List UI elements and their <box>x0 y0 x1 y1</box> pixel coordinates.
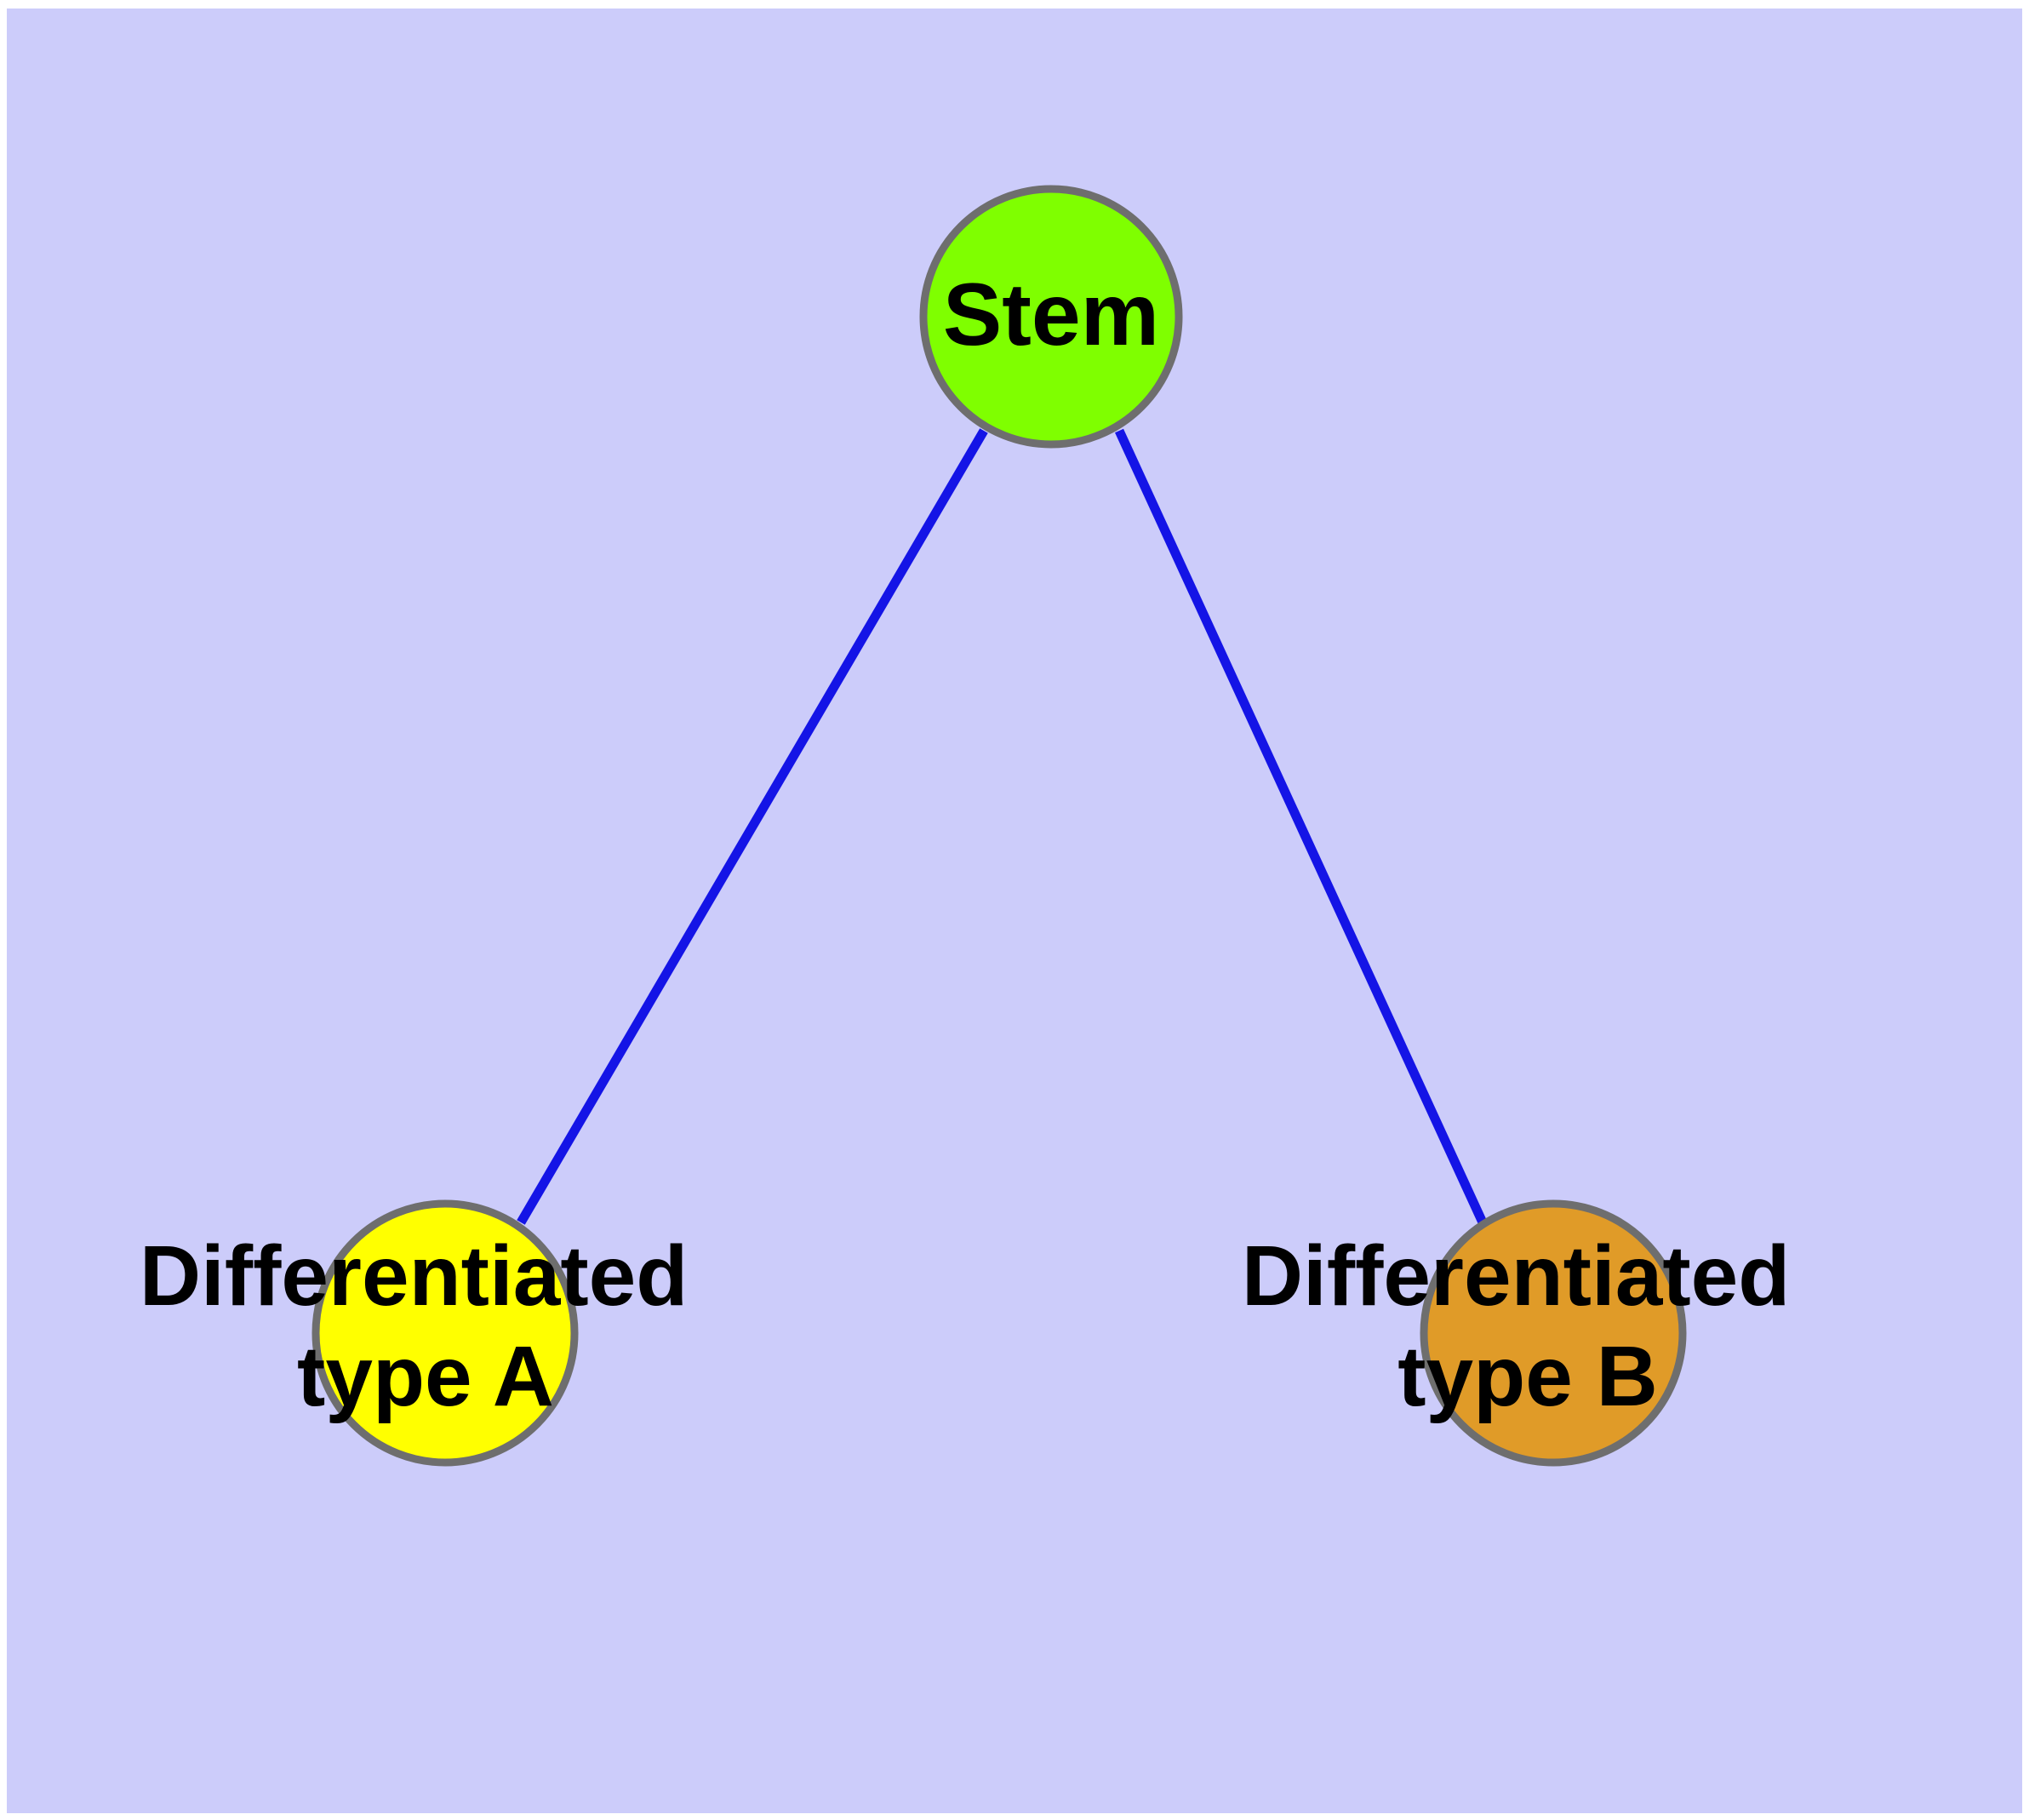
edges-layer <box>517 428 1487 1225</box>
node-stem-label: Stem <box>943 266 1159 364</box>
node-differentiated-type-b[interactable]: Differentiated type B <box>1242 1199 1814 1467</box>
node-differentiated-type-b-label-line-2: type B <box>1397 1329 1658 1424</box>
node-stem[interactable]: Stem <box>919 185 1183 449</box>
node-stem-label-line-1: Stem <box>943 266 1159 364</box>
node-differentiated-type-a[interactable]: Differentiated type A <box>140 1199 712 1467</box>
node-differentiated-type-a-label-line-1: Differentiated <box>140 1228 689 1324</box>
nodes-layer: Stem Differentiated type A Differentiate… <box>140 185 1814 1467</box>
node-differentiated-type-b-label: Differentiated type B <box>1242 1228 1814 1424</box>
node-differentiated-type-a-label-line-2: type A <box>297 1329 554 1424</box>
edge-stem-to-differentiated-type-b[interactable] <box>1115 428 1487 1225</box>
node-differentiated-type-b-circle[interactable] <box>1420 1199 1687 1467</box>
node-differentiated-type-a-label: Differentiated type A <box>140 1228 712 1424</box>
node-differentiated-type-b-label-line-1: Differentiated <box>1242 1228 1791 1324</box>
node-stem-circle[interactable] <box>919 185 1183 449</box>
node-differentiated-type-a-circle[interactable] <box>311 1199 579 1467</box>
edge-stem-to-differentiated-type-a[interactable] <box>517 428 988 1225</box>
